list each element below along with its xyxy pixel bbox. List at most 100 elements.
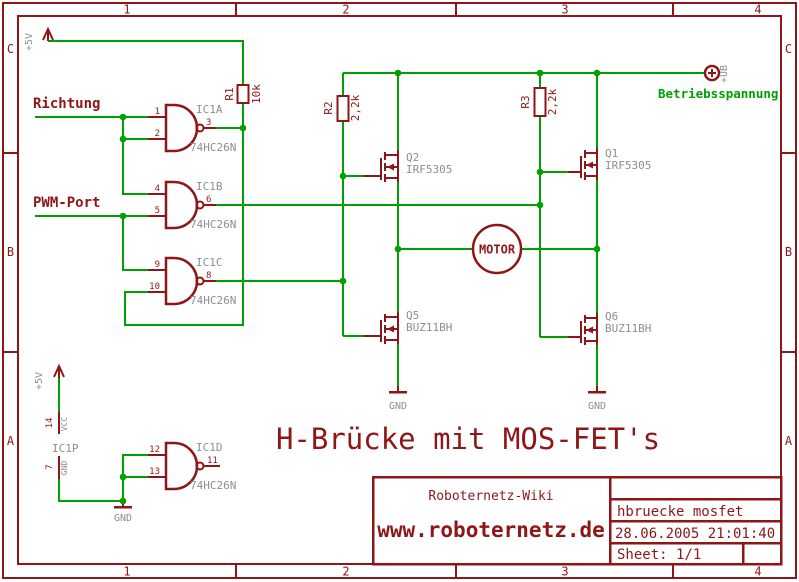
gnd-pin-label: GND: [60, 461, 69, 476]
schematic-title: H-Brücke mit MOS-FET's: [276, 422, 660, 456]
net-vub-rail: [342, 72, 705, 150]
pin-number: 8: [206, 271, 211, 281]
net-motor-right: [521, 180, 598, 313]
net-ic1c-out: [216, 121, 363, 337]
titleblock-datetime: 28.06.2005 21:01:40: [615, 526, 775, 542]
pin-number: 7: [45, 464, 55, 469]
mosfet-q6: Q6 BUZ11BH: [568, 310, 651, 345]
supply-5v-ic1p: +5V: [34, 363, 65, 390]
vcc-pin-label: VCC: [60, 417, 69, 432]
gate-part: 74HC26N: [190, 141, 236, 154]
pin-number: 13: [149, 467, 160, 477]
pin-number: 4: [155, 184, 160, 194]
resistor-r3: R3 2,2k: [519, 87, 559, 117]
gate-name: IC1A: [196, 103, 223, 116]
mosfet-part: IRF5305: [406, 163, 452, 176]
mosfet-name: Q2: [406, 151, 419, 164]
gate-ic1d: 12 13 11 IC1D 74HC26N: [149, 441, 236, 492]
title-block: Roboternetz-Wiki www.roboternetz.de hbru…: [371, 475, 783, 566]
nets: [35, 40, 705, 502]
gate-part: 74HC26N: [190, 218, 236, 231]
mosfet-name: Q1: [605, 147, 618, 160]
richtung-label: Richtung: [33, 96, 100, 112]
frame-col-bottom-1: 1: [123, 565, 130, 579]
junction-dots: [119, 69, 601, 505]
up-arrow-icon: [53, 363, 65, 378]
resistor-value: 2,2k: [546, 88, 559, 115]
gnd-label: GND: [114, 513, 132, 524]
net-richtung: [35, 116, 148, 195]
net-pwm: [35, 215, 148, 271]
supply-ub: +UB Betriebsspannung: [658, 64, 778, 101]
gate-name: IC1C: [196, 256, 223, 269]
pin-number: 5: [155, 206, 160, 216]
titleblock-org: Roboternetz-Wiki: [428, 489, 553, 504]
mosfet-q1: Q1 IRF5305: [568, 147, 651, 180]
net-motor-left: [397, 182, 473, 312]
frame-labels: 1 2 3 4 1 2 3 4 C B A C B A: [7, 3, 793, 579]
gnd-label: GND: [588, 401, 606, 412]
motor-label: MOTOR: [479, 243, 516, 257]
frame-row-right-c: C: [785, 42, 792, 56]
frame-col-bottom-3: 3: [561, 565, 568, 579]
frame-col-bottom-2: 2: [342, 565, 349, 579]
pin-number: 9: [155, 260, 160, 270]
frame-col-top-2: 2: [342, 3, 349, 17]
pin-number: 11: [207, 456, 218, 466]
gnd-symbol-right: GND: [588, 390, 606, 412]
pin-number: 14: [45, 418, 55, 429]
gnd-symbol-left: GND: [389, 390, 407, 412]
pin-number: 6: [206, 195, 211, 205]
resistor-name: R3: [519, 95, 532, 108]
gnd-symbol-ic1p: GND: [114, 505, 132, 524]
frame-col-bottom-4: 4: [754, 565, 761, 579]
resistor-r1: R1 10k: [223, 84, 263, 104]
mosfet-name: Q5: [406, 309, 419, 322]
ic1p-power-pins: 14 VCC IC1P 7 GND: [45, 417, 79, 476]
gate-name: IC1B: [196, 180, 223, 193]
gnd-label: GND: [389, 401, 407, 412]
mosfet-part: BUZ11BH: [406, 321, 452, 334]
betriebsspannung-label: Betriebsspannung: [658, 86, 778, 101]
gate-ic1c: 9 10 8 IC1C 74HC26N: [149, 256, 236, 307]
resistor-value: 10k: [250, 84, 263, 104]
pin-number: 12: [149, 445, 160, 455]
resistor-r2: R2 2,2k: [322, 94, 362, 122]
resistor-name: R2: [322, 101, 335, 114]
up-arrow-icon: [42, 26, 54, 41]
gate-part: 74HC26N: [190, 479, 236, 492]
pin-number: 1: [155, 107, 160, 117]
frame-row-right-a: A: [785, 434, 793, 448]
pin-leads: [58, 116, 598, 507]
frame-col-top-1: 1: [123, 3, 130, 17]
titleblock-url: www.roboternetz.de: [377, 518, 605, 542]
net-ic1a-out-feedback: [124, 103, 244, 326]
net-plus5v: [48, 40, 244, 85]
frame-row-left-c: C: [7, 42, 14, 56]
gate-name: IC1D: [196, 441, 223, 454]
supply-5v-label: +5V: [34, 372, 45, 390]
net-ic1b-out: [216, 116, 568, 338]
mosfet-name: Q6: [605, 310, 618, 323]
frame-col-top-4: 4: [754, 3, 761, 17]
ub-label: +UB: [719, 65, 730, 83]
pin-number: 10: [149, 282, 160, 292]
motor-symbol: MOTOR: [471, 223, 523, 275]
frame-row-left-b: B: [7, 245, 14, 259]
plus-icon: [708, 69, 716, 77]
resistor-value: 2,2k: [349, 94, 362, 121]
frame-row-right-b: B: [785, 245, 792, 259]
frame-row-left-a: A: [7, 434, 15, 448]
titleblock-doc-name: hbruecke mosfet: [617, 504, 743, 520]
pin-number: 3: [206, 118, 211, 128]
frame-col-top-3: 3: [561, 3, 568, 17]
pwm-port-label: PWM-Port: [33, 195, 100, 211]
mosfet-q5: Q5 BUZ11BH: [363, 309, 452, 344]
resistor-name: R1: [223, 87, 236, 100]
mosfet-part: BUZ11BH: [605, 322, 651, 335]
pin-number: 2: [155, 129, 160, 139]
net-ic1p: [58, 378, 148, 502]
gate-ic1a: 1 2 3 IC1A 74HC26N: [155, 103, 237, 154]
gate-ic1b: 4 5 6 IC1B 74HC26N: [155, 180, 237, 231]
